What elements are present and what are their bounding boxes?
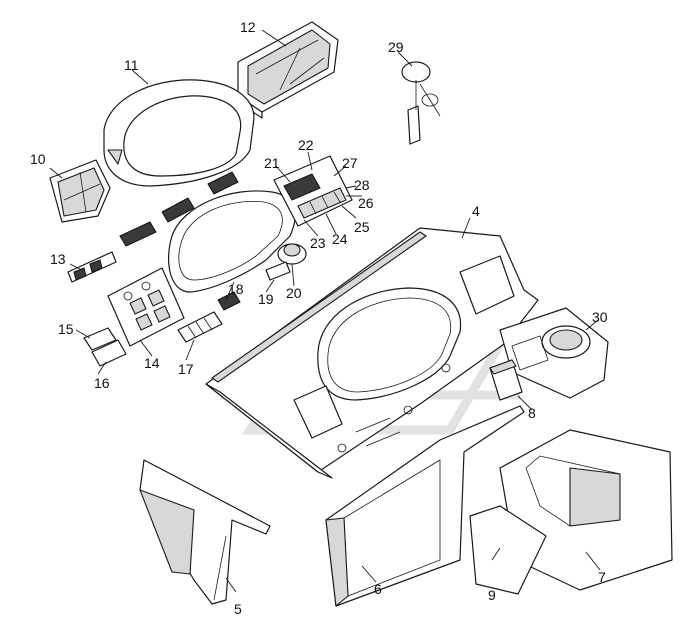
part-number-17: 17	[178, 361, 194, 377]
part-number-4: 4	[472, 203, 480, 219]
ignition-19-20[interactable]	[265, 243, 307, 281]
control-panel-14[interactable]	[107, 267, 185, 347]
small-switches-15-16[interactable]	[83, 327, 127, 367]
part-number-6: 6	[374, 581, 382, 597]
display-unit-12[interactable]	[237, 21, 339, 119]
part-number-7: 7	[598, 569, 606, 585]
part-number-30: 30	[592, 309, 608, 325]
switch-panel-13[interactable]	[67, 251, 117, 283]
part-number-13: 13	[50, 251, 66, 267]
dashboard-main-4[interactable]	[205, 227, 539, 479]
part-number-11: 11	[124, 57, 139, 73]
part-number-15: 15	[58, 321, 74, 337]
part-number-12: 12	[240, 19, 256, 35]
plate-9[interactable]	[469, 505, 547, 595]
part-number-28: 28	[354, 177, 370, 193]
part-number-26: 26	[358, 195, 374, 211]
switch-block-a[interactable]	[119, 171, 239, 247]
part-number-23: 23	[310, 235, 326, 251]
part-number-25: 25	[354, 219, 370, 235]
switch-cluster-21-28[interactable]	[273, 155, 353, 227]
leader-lines	[49, 29, 601, 593]
part-number-24: 24	[332, 231, 348, 247]
part-number-22: 22	[298, 137, 314, 153]
cup-holder-30[interactable]	[499, 307, 609, 399]
part-number-29: 29	[388, 39, 404, 55]
box-8[interactable]	[489, 359, 523, 401]
small-screen-10[interactable]	[49, 159, 111, 223]
gauge-bezel-18[interactable]	[168, 190, 296, 311]
cluster-hood-11[interactable]	[103, 79, 255, 187]
part-number-14: 14	[144, 355, 160, 371]
part-number-9: 9	[488, 587, 496, 603]
part-number-16: 16	[94, 375, 110, 391]
part-number-8: 8	[528, 405, 536, 421]
part-number-27: 27	[342, 155, 358, 171]
part-number-5: 5	[234, 601, 242, 617]
part-number-21: 21	[264, 155, 280, 171]
center-panel-6[interactable]	[325, 405, 525, 607]
part-number-10: 10	[30, 151, 46, 167]
side-panel-5[interactable]	[139, 459, 271, 605]
part-number-19: 19	[258, 291, 274, 307]
part-number-18: 18	[228, 281, 244, 297]
part-number-labels: 4 5 6 7 8 9 10 11 12 13 14 15 16 17 18 1…	[30, 19, 608, 617]
part-number-20: 20	[286, 285, 302, 301]
switch-strip-17[interactable]	[177, 311, 223, 343]
gauge-29[interactable]	[401, 61, 441, 145]
